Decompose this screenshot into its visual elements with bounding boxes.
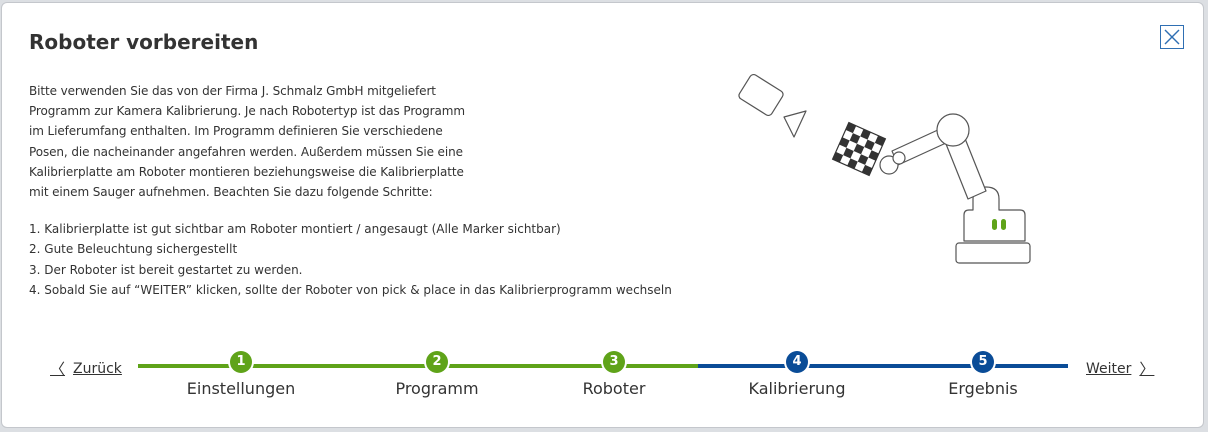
next-label: Weiter bbox=[1086, 360, 1132, 377]
step-label-ergebnis[interactable]: Ergebnis bbox=[948, 379, 1018, 398]
chevron-left-icon: 〈 bbox=[50, 360, 66, 378]
progress-stepper: 1 2 3 4 5 Einstellungen Programm Roboter… bbox=[0, 348, 1208, 408]
list-item: 3. Der Roboter ist bereit gestartet zu w… bbox=[29, 262, 303, 277]
intro-line: Programm zur Kamera Kalibrierung. Je nac… bbox=[29, 104, 465, 119]
dialog-title: Roboter vorbereiten bbox=[29, 30, 259, 54]
intro-line: Bitte verwenden Sie das von der Firma J.… bbox=[29, 84, 436, 98]
close-icon bbox=[1164, 29, 1180, 45]
step-label-kalibrierung[interactable]: Kalibrierung bbox=[748, 379, 846, 398]
intro-text: Bitte verwenden Sie das von der Firma J.… bbox=[29, 81, 479, 202]
back-label: Zurück bbox=[73, 360, 122, 377]
list-item: 2. Gute Beleuchtung sichergestellt bbox=[29, 242, 238, 257]
step-label-roboter[interactable]: Roboter bbox=[582, 379, 646, 398]
step-marker-1[interactable]: 1 bbox=[230, 351, 252, 373]
step-marker-2[interactable]: 2 bbox=[426, 351, 448, 373]
intro-line: mit einem Sauger aufnehmen. Beachten Sie… bbox=[29, 185, 433, 200]
stepper-track-upcoming bbox=[698, 364, 1068, 368]
robot-calibration-illustration bbox=[738, 73, 1031, 264]
step-marker-3[interactable]: 3 bbox=[603, 351, 625, 373]
back-button[interactable]: 〈 Zurück bbox=[50, 358, 122, 379]
step-marker-5[interactable]: 5 bbox=[972, 351, 994, 373]
next-button[interactable]: Weiter 〉 bbox=[1086, 358, 1154, 379]
step-label-einstellungen[interactable]: Einstellungen bbox=[186, 379, 296, 398]
list-item: 1. Kalibrierplatte ist gut sichtbar am R… bbox=[29, 222, 561, 236]
intro-line: im Lieferumfang enthalten. Im Programm d… bbox=[29, 124, 443, 139]
intro-line: Posen, die nacheinander angefahren werde… bbox=[29, 144, 463, 159]
preparation-steps-list: 1. Kalibrierplatte ist gut sichtbar am R… bbox=[29, 219, 672, 300]
step-label-programm[interactable]: Programm bbox=[395, 379, 479, 398]
close-button[interactable] bbox=[1160, 25, 1184, 49]
list-item: 4. Sobald Sie auf “WEITER” klicken, soll… bbox=[29, 282, 672, 297]
stepper-track-completed bbox=[138, 364, 698, 368]
intro-line: Kalibrierplatte am Roboter montieren bez… bbox=[29, 164, 464, 179]
chevron-right-icon: 〉 bbox=[1139, 360, 1155, 378]
step-marker-4[interactable]: 4 bbox=[786, 351, 808, 373]
